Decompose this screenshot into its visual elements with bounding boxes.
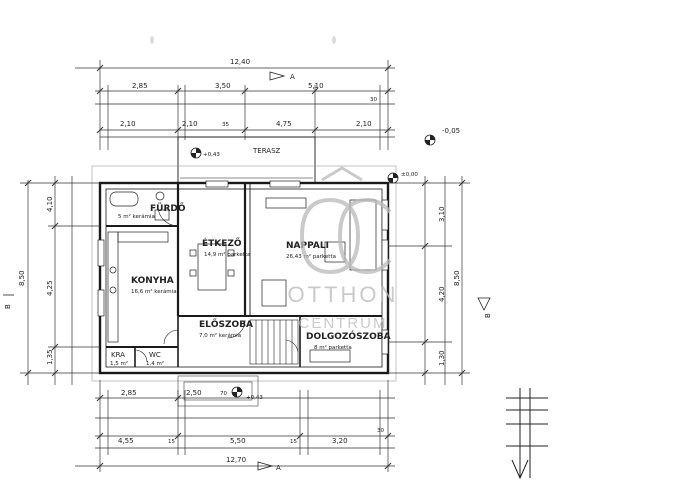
dim-bottom-6: 30 [377,428,384,434]
dim-row2-4: 4,75 [276,120,292,128]
dim-row2-3: 35 [222,122,229,128]
room-label-hall: ELŐSZOBA [199,319,253,330]
dim-row2-2: 2,10 [182,120,198,128]
svg-text:±0,00: ±0,00 [401,172,418,178]
study-desk [309,349,351,363]
dim-top-total: 12,40 [230,58,250,66]
room-area-dining: 14,9 m² parketta [204,251,250,258]
dim-row2-5: 2,10 [356,120,372,128]
room-area-living: 26,43 m² parketta [286,253,336,260]
svg-text:+0,43: +0,43 [203,152,220,158]
room-area-kamra: 1,5 m² [110,360,128,367]
door-swings [134,205,246,363]
level-marker-terrace: +0,43 [190,147,220,159]
dim-left-2: 4,25 [46,280,54,296]
room-area-hall: 7,0 m² kerámia [199,332,241,339]
dim-top-4: 30 [370,97,377,103]
dim-right-3: 1,30 [438,350,446,366]
dim-bottom-4: 15 [290,439,297,445]
top-tick-marks [96,64,392,134]
top-dimension-lines [75,60,395,150]
right-tick-marks [421,179,466,377]
room-label-kitchen: KONYHA [131,276,174,286]
room-label-terrace: TERASZ [252,147,281,155]
room-label-wc: WC [149,351,161,359]
watermark: OTTHON CENTRUM [288,166,399,332]
level-marker-ground: -0,05 [424,127,460,146]
svg-text:A: A [276,464,281,472]
dim-bottom-row2-2: 2,50 [186,389,202,397]
section-arrow-b-left: B [3,294,14,309]
dim-bottom-row2-1: 2,85 [121,389,137,397]
left-tick-marks [24,179,59,377]
section-arrow-a-top: A [269,71,295,81]
dim-right-total: 8,50 [453,270,461,286]
kitchen-counter [107,231,169,343]
punch-hole-left [150,36,154,44]
dim-bottom-5: 3,20 [332,437,348,445]
room-label-kamra: KRA [111,351,125,359]
room-area-kitchen: 16,6 m² kerámia [131,288,177,295]
dim-bottom-1: 4,55 [118,437,134,445]
level-marker-living: ±0,00 [387,172,418,184]
room-area-wc: 1,4 m² [146,360,164,367]
punch-hole-right [332,36,336,44]
dim-bottom-2: 15 [168,439,175,445]
room-label-living: NAPPALI [286,241,329,251]
dim-row2-1: 2,10 [120,120,136,128]
right-dimension-lines [388,176,470,385]
room-label-study: DOLGOZÓSZOBA [306,330,391,342]
bathroom-fixtures [109,191,170,221]
dim-top-1: 2,85 [132,82,148,90]
svg-text:A: A [290,73,295,81]
section-arrow-b-right: B [477,297,492,318]
dim-left-total: 8,50 [18,270,26,286]
dim-bottom-total: 12,70 [226,456,246,464]
dim-left-3: 1,35 [46,349,54,365]
dim-top-3: 5,10 [308,82,324,90]
section-arrow-a-bottom: A [257,461,281,472]
watermark-line-2: CENTRUM [299,315,388,332]
room-label-bathroom: FÜRDŐ [150,203,186,214]
dim-right-1: 3,10 [438,206,446,222]
level-marker-stair: +0,43 [231,386,263,401]
room-area-study: 8 m² parketta [314,344,352,351]
dim-left-1: 4,10 [46,196,54,212]
svg-text:B: B [4,304,12,309]
windows [97,180,389,355]
watermark-logo-icon [299,166,392,275]
dining-table [189,243,235,291]
bottom-tick-marks [96,394,392,470]
dim-bottom-3: 5,50 [230,437,246,445]
living-furniture [261,197,377,307]
north-arrow-icon [506,388,548,480]
svg-text:B: B [484,313,492,318]
dim-top-2: 3,50 [215,82,231,90]
bottom-dimension-lines [75,380,395,472]
room-area-bathroom: 5 m² kerámia [118,213,155,220]
room-label-dining: ÉTKEZŐ [202,237,242,249]
watermark-line-1: OTTHON [288,282,399,307]
building-walls [91,136,397,382]
svg-text:-0,05: -0,05 [442,127,460,135]
staircase [249,319,299,365]
left-dimension-lines [20,176,100,385]
dim-right-2: 4,20 [438,286,446,302]
dim-bottom-row2-3: 70 [220,391,227,397]
